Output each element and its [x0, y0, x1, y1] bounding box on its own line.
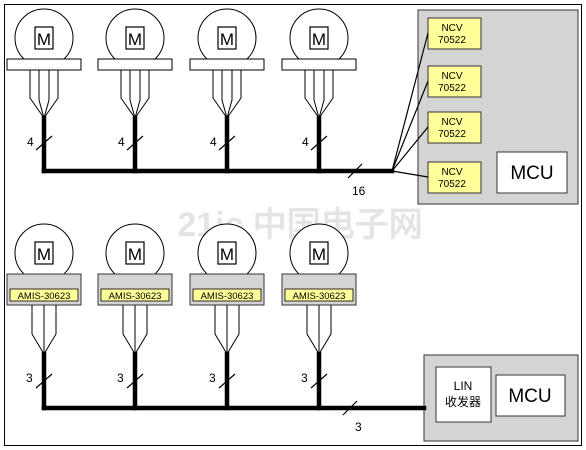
motor-wire-count: 3 [301, 371, 308, 385]
top-motor-unit: M 4 [97, 8, 173, 174]
top-driver-chip: NCV 70522 [427, 111, 482, 144]
driver-chip [100, 288, 170, 302]
lin-label-line1: LIN [454, 379, 473, 393]
motor-label: M [37, 245, 51, 264]
motor-label: M [37, 30, 51, 49]
bottom-motor-unit: M AMIS-30623 3 [6, 223, 82, 411]
top-mcu-label: MCU [510, 163, 553, 184]
lin-transceiver-box [435, 366, 492, 423]
svg-text:70522: 70522 [438, 83, 466, 94]
motor-wires [212, 70, 242, 119]
top-system: MCU NCV 70522 NCV 70522 NCV 70522 NCV 70… [6, 8, 579, 205]
motor-wires [214, 305, 240, 355]
motor-wire-count: 3 [26, 371, 33, 385]
motor-mount [97, 58, 173, 71]
svg-text:70522: 70522 [438, 35, 466, 46]
lin-label-line2: 收发器 [445, 394, 481, 409]
motor-wire-count: 4 [302, 135, 309, 149]
top-bus-count: 16 [352, 184, 366, 198]
top-motor-unit: M 4 [281, 8, 357, 174]
driver-chip-label: AMIS-30623 [201, 291, 254, 302]
motor-wire-count: 3 [209, 371, 216, 385]
bottom-motor-unit: M AMIS-30623 3 [189, 223, 265, 411]
top-driver-chip: NCV 70522 [427, 65, 482, 98]
motor-mount [6, 58, 82, 71]
motor-m-box [125, 241, 145, 265]
motor-wires [304, 70, 334, 119]
motor-drop-tick [218, 135, 236, 151]
top-fanout-line [391, 32, 429, 172]
motor-m-box [34, 241, 54, 265]
motor-label: M [128, 245, 142, 264]
motor-drop-tick [310, 373, 328, 389]
svg-text:NCV: NCV [441, 117, 462, 128]
motor-drop-tick [35, 135, 53, 151]
motor-mount [281, 58, 357, 71]
driver-chip-label: AMIS-30623 [109, 291, 162, 302]
top-fanout-line [391, 126, 429, 172]
motor-label: M [220, 30, 234, 49]
driver-chip [192, 288, 262, 302]
motor-label: M [128, 30, 142, 49]
motor-wires [31, 305, 57, 355]
motor-m-box [309, 241, 329, 265]
svg-text:NCV: NCV [441, 23, 462, 34]
svg-text:70522: 70522 [438, 179, 466, 190]
motor-wire-count: 4 [27, 135, 34, 149]
bottom-motor-unit: M AMIS-30623 3 [97, 223, 173, 411]
top-fanout-line [391, 80, 429, 172]
driver-chip [284, 288, 354, 302]
motor-mount [189, 58, 265, 71]
top-fanout-line [391, 170, 429, 178]
motor-drop-tick [218, 373, 236, 389]
bottom-mcu-label: MCU [508, 386, 551, 407]
motor-wires [306, 305, 332, 355]
bottom-system: LIN 收发器 MCU 3 M AMIS-30623 3 M AMIS-306 [6, 223, 579, 442]
driver-chip [9, 288, 79, 302]
motor-m-box [217, 241, 237, 265]
motor-drop-tick [126, 135, 144, 151]
bottom-mcu-box [495, 374, 566, 417]
motor-wires [120, 70, 150, 119]
outer-frame [4, 4, 582, 446]
motor-label: M [220, 245, 234, 264]
motor-drop-tick [35, 373, 53, 389]
motor-wires [29, 70, 59, 119]
bottom-motor-unit: M AMIS-30623 3 [281, 223, 357, 411]
motor-wire-count: 4 [118, 135, 125, 149]
svg-text:NCV: NCV [441, 71, 462, 82]
top-motor-unit: M 4 [6, 8, 82, 174]
top-mcu-box [496, 151, 568, 194]
motor-m-box [125, 26, 145, 50]
top-motor-unit: M 4 [189, 8, 265, 174]
svg-text:NCV: NCV [441, 167, 462, 178]
motor-drop-tick [310, 135, 328, 151]
top-driver-chip: NCV 70522 [427, 161, 482, 194]
motor-wire-count: 3 [117, 371, 124, 385]
motor-label: M [312, 245, 326, 264]
motor-m-box [34, 26, 54, 50]
driver-chip-label: AMIS-30623 [293, 291, 346, 302]
motor-wires [122, 305, 148, 355]
motor-m-box [309, 26, 329, 50]
top-driver-chip: NCV 70522 [427, 17, 482, 50]
motor-label: M [312, 30, 326, 49]
bottom-bus-tick [342, 400, 358, 416]
motor-wire-count: 4 [210, 135, 217, 149]
svg-text:70522: 70522 [438, 129, 466, 140]
motor-m-box [217, 26, 237, 50]
driver-chip-label: AMIS-30623 [18, 291, 71, 302]
bottom-bus-count: 3 [355, 420, 362, 434]
motor-drop-tick [126, 373, 144, 389]
top-bus-tick [347, 163, 363, 179]
